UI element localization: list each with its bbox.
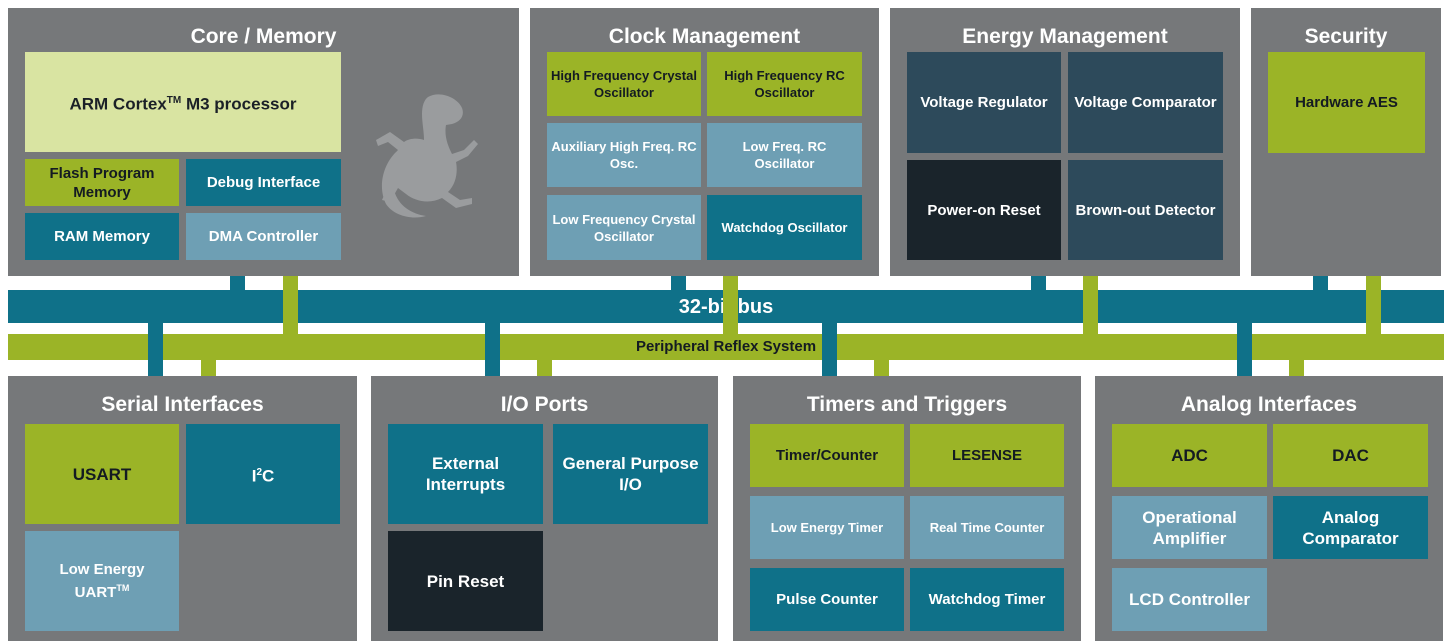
lfrco-block: Low Freq. RC Oscillator [707, 123, 862, 187]
panel-title-timers: Timers and Triggers [806, 393, 1008, 416]
brown-out-detector-block: Brown-out Detector [1068, 160, 1223, 260]
lesense-block: LESENSE [910, 424, 1064, 487]
aux-hfrco-block: Auxiliary High Freq. RC Osc. [547, 123, 701, 187]
hfrco-block: High Frequency RC Oscillator [707, 52, 862, 116]
adc-block: ADC [1112, 424, 1267, 487]
bus-crossing-serial [148, 334, 163, 360]
voltage-comparator-block: Voltage Comparator [1068, 52, 1223, 153]
connector-core-bus [230, 276, 245, 290]
watchdog-timer-block: Watchdog Timer [910, 568, 1064, 631]
panel-title-serial: Serial Interfaces [101, 393, 264, 416]
external-interrupts-block: External Interrupts [388, 424, 543, 524]
connector-security-bus [1313, 276, 1328, 290]
prs-crossing-clock [723, 290, 738, 323]
connector-serial-prs [201, 360, 216, 376]
pulse-counter-block: Pulse Counter [750, 568, 904, 631]
i2c-block: I2C [186, 424, 340, 524]
debug-interface-block: Debug Interface [186, 159, 341, 206]
ram-memory-block: RAM Memory [25, 213, 179, 260]
real-time-counter-block: Real Time Counter [910, 496, 1064, 559]
dma-controller-block: DMA Controller [186, 213, 341, 260]
i2c-label: I2C [251, 466, 275, 486]
power-on-reset-block: Power-on Reset [907, 160, 1061, 260]
bus-prs: Peripheral Reflex System [8, 334, 1444, 360]
panel-title-core: Core / Memory [190, 25, 337, 48]
panel-title-clock: Clock Management [608, 25, 801, 48]
panel-title-analog: Analog Interfaces [1180, 393, 1358, 416]
prs-crossing-security [1366, 290, 1381, 323]
connector-clock-bus [671, 276, 686, 290]
arm-cortex-label: ARM CortexTM M3 processor [69, 94, 297, 114]
connector-io-prs [537, 360, 552, 376]
voltage-regulator-block: Voltage Regulator [907, 52, 1061, 153]
panel-title-security: Security [1304, 25, 1388, 48]
arm-cortex-block: ARM CortexTM M3 processor [25, 52, 341, 152]
opamp-block: Operational Amplifier [1112, 496, 1267, 559]
trademark-mark: TM [166, 94, 182, 106]
panel-title-io: I/O Ports [500, 393, 589, 416]
lcd-controller-block: LCD Controller [1112, 568, 1267, 631]
hfxo-block: High Frequency Crystal Oscillator [547, 52, 701, 116]
bus-crossing-timers [822, 334, 837, 360]
bus-crossing-analog [1237, 334, 1252, 360]
timer-counter-block: Timer/Counter [750, 424, 904, 487]
gpio-block: General Purpose I/O [553, 424, 708, 524]
prs-crossing-energy [1083, 290, 1098, 323]
bus-prs-label: Peripheral Reflex System [635, 338, 817, 355]
connector-timers-prs [874, 360, 889, 376]
connector-energy-bus [1031, 276, 1046, 290]
usart-block: USART [25, 424, 179, 524]
bus-crossing-io [485, 334, 500, 360]
gecko-icon [376, 94, 478, 218]
dac-block: DAC [1273, 424, 1428, 487]
analog-comparator-block: Analog Comparator [1273, 496, 1428, 559]
watchdog-oscillator-block: Watchdog Oscillator [707, 195, 862, 260]
hardware-aes-block: Hardware AES [1268, 52, 1425, 153]
low-energy-timer-block: Low Energy Timer [750, 496, 904, 559]
lfxo-block: Low Frequency Crystal Oscillator [547, 195, 701, 260]
panel-title-energy: Energy Management [962, 25, 1168, 48]
pin-reset-block: Pin Reset [388, 531, 543, 631]
connector-analog-prs [1289, 360, 1304, 376]
prs-crossing-core [283, 290, 298, 323]
flash-memory-block: Flash Program Memory [25, 159, 179, 206]
